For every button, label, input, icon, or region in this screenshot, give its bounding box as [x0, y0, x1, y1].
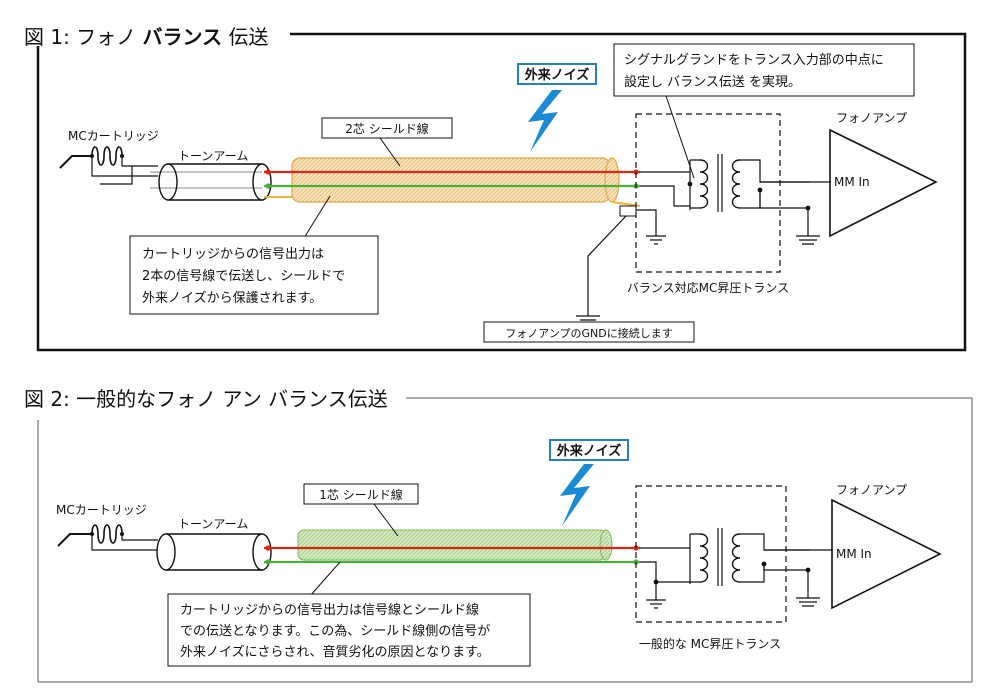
figure-2-cartridge: MCカートリッジ: [56, 503, 158, 551]
figure-1-cartridge: MCカートリッジ: [59, 129, 159, 185]
figure-1-noise: 外来ノイズ: [517, 63, 597, 152]
cable-label: 1芯 シールド線: [319, 487, 402, 502]
figure-1-title: 図 1: フォノ バランス 伝送: [24, 25, 269, 49]
figure-2-shielded-cable: [264, 529, 640, 565]
figure-1-shielded-cable: [264, 157, 641, 207]
figure-1-note: シグナルグランドをトランス入力部の中点に 設定し バランス伝送 を実現。: [613, 43, 915, 179]
cartridge-label: MCカートリッジ: [56, 503, 147, 517]
cable-label: 2芯 シールド線: [345, 121, 428, 136]
cable-shield: [291, 157, 611, 203]
figure-2-cable-label-box: 1芯 シールド線: [303, 483, 419, 537]
noise-label: 外来ノイズ: [524, 67, 590, 83]
figure-2-tonearm: トーンアーム: [156, 517, 272, 571]
shield-drain: [264, 196, 641, 207]
figure-1-description: カートリッジからの信号出力は 2本の信号線で伝送し、シールドで 外来ノイズから保…: [129, 195, 379, 315]
coil-icon: [91, 146, 123, 166]
transformer-label: バランス対応MC昇圧トランス: [627, 281, 789, 295]
secondary-coil-icon: [731, 159, 741, 209]
note-text: シグナルグランドをトランス入力部の中点に 設定し バランス伝送 を実現。: [624, 53, 888, 90]
cartridge-label: MCカートリッジ: [68, 129, 159, 143]
secondary-coil-icon: [731, 533, 741, 583]
amp-triangle: [831, 498, 942, 610]
gnd-label: フォノアンプのGNDに接続します: [505, 326, 672, 340]
tonearm-label: トーンアーム: [178, 149, 248, 163]
figure-2-transformer: 一般的な MC昇圧トランス: [635, 485, 810, 651]
description-text: カートリッジからの信号出力は信号線とシールド線 での伝送となります。この為、シー…: [180, 602, 494, 660]
amp-label: フォノアンプ: [836, 111, 907, 125]
lightning-icon: [560, 464, 594, 526]
amp-input-label: MM In: [834, 175, 870, 189]
amp-triangle: [829, 128, 938, 238]
figure-2-description: カートリッジからの信号出力は信号線とシールド線 での伝送となります。この為、シー…: [167, 561, 531, 667]
transformer-label: 一般的な MC昇圧トランス: [639, 636, 781, 651]
figure-1-cable-label-box: 2芯 シールド線: [321, 117, 453, 167]
primary-coil-icon: [699, 159, 709, 209]
noise-label: 外来ノイズ: [556, 443, 622, 459]
figure-1-ground-wiring: フォノアンプのGNDに接続します: [483, 205, 695, 343]
description-text: カートリッジからの信号出力は 2本の信号線で伝送し、シールドで 外来ノイズから保…: [142, 247, 349, 306]
cable-shield: [297, 529, 607, 561]
figure-2-noise: 外来ノイズ: [549, 439, 629, 526]
amp-label: フォノアンプ: [836, 483, 907, 497]
figure-2: 図 2: 一般的なフォノ アン バランス伝送 MCカートリッジ トーンアーム: [24, 387, 973, 683]
lightning-icon: [528, 90, 562, 152]
figure-2-phono-amp: フォノアンプ MM In: [763, 483, 942, 610]
figure-1-transformer: バランス対応MC昇圧トランス: [627, 113, 810, 295]
coil-icon: [91, 524, 123, 544]
figure-1: 図 1: フォノ バランス 伝送 MCカートリッジ トーンアーム: [24, 25, 967, 352]
figure-1-tonearm: トーンアーム: [150, 149, 272, 201]
primary-coil-icon: [699, 533, 709, 583]
figure-2-title: 図 2: 一般的なフォノ アン バランス伝送: [24, 387, 388, 411]
stylus-icon: [59, 155, 92, 169]
tonearm-label: トーンアーム: [178, 517, 248, 531]
stylus-icon: [57, 533, 92, 547]
amp-input-label: MM In: [836, 547, 872, 561]
figure-1-phono-amp: フォノアンプ MM In: [759, 111, 938, 245]
figure-1-frame: [36, 32, 967, 352]
